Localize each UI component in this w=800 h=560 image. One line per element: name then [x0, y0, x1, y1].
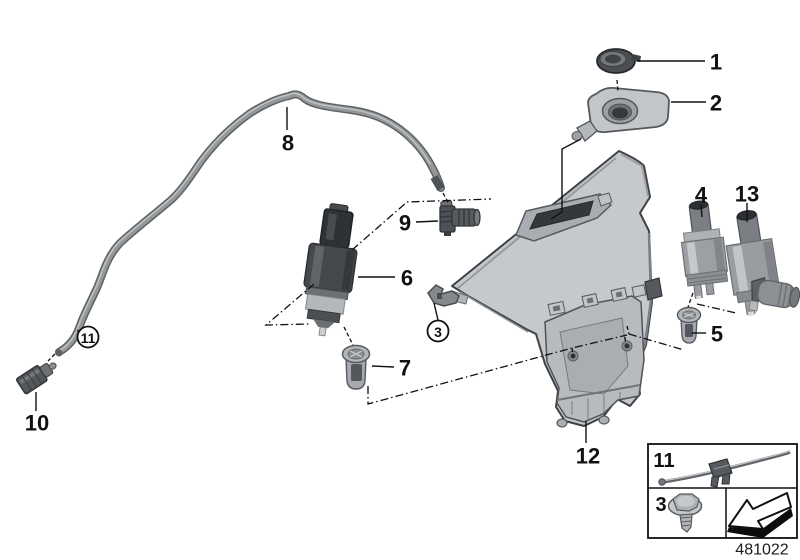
mounting-bracket: [427, 284, 460, 307]
pump-grommet-left: [341, 344, 371, 390]
hose-end-left: [55, 349, 63, 357]
washer-pump-right: [680, 200, 729, 300]
elbow-connector: [439, 199, 481, 236]
hose-end-fitting: [430, 174, 445, 192]
washer-hose: [55, 90, 445, 357]
legend-ref-11[interactable]: 11: [653, 450, 674, 472]
hose-path: [56, 91, 444, 355]
callout-3: 3: [434, 324, 442, 340]
callout-1[interactable]: 1: [710, 50, 722, 75]
callout-5[interactable]: 5: [711, 322, 723, 347]
callout-13[interactable]: 13: [735, 182, 759, 207]
hose-connector: [16, 362, 57, 395]
callout-11-circled[interactable]: 11: [76, 325, 100, 349]
callout-7[interactable]: 7: [399, 356, 411, 381]
part-number: 481022: [735, 542, 788, 559]
screw-icon: [667, 493, 703, 533]
construction-lines: [47, 79, 737, 405]
legend-ref-3[interactable]: 3: [655, 494, 666, 516]
direction-arrow-icon[interactable]: [727, 492, 793, 538]
callout-9[interactable]: 9: [399, 211, 411, 236]
callout-3-circled[interactable]: 3: [426, 319, 450, 343]
callout-10[interactable]: 10: [25, 411, 49, 436]
callout-4[interactable]: 4: [695, 183, 708, 208]
filler-neck-cover: [571, 86, 670, 142]
legend-box: 11 3: [647, 443, 798, 539]
callout-6[interactable]: 6: [401, 266, 413, 291]
washer-fluid-reservoir: [427, 150, 663, 428]
pump-grommet-right: [676, 306, 702, 344]
cable-tie-icon: [658, 450, 791, 488]
callouts: 1 2 8 9 6 7 4 13 5 10 12 3 11: [25, 50, 759, 469]
headlamp-washer-pump: [725, 210, 800, 317]
callout-11: 11: [81, 330, 96, 346]
filler-cap: [596, 48, 641, 74]
washer-pump-left: [303, 203, 358, 337]
filler-slot: [529, 200, 594, 230]
leader-lines: [35, 60, 748, 443]
callout-8[interactable]: 8: [282, 131, 294, 156]
callout-2[interactable]: 2: [710, 91, 722, 116]
callout-12[interactable]: 12: [576, 444, 600, 469]
pump-side-canister: [748, 276, 800, 312]
